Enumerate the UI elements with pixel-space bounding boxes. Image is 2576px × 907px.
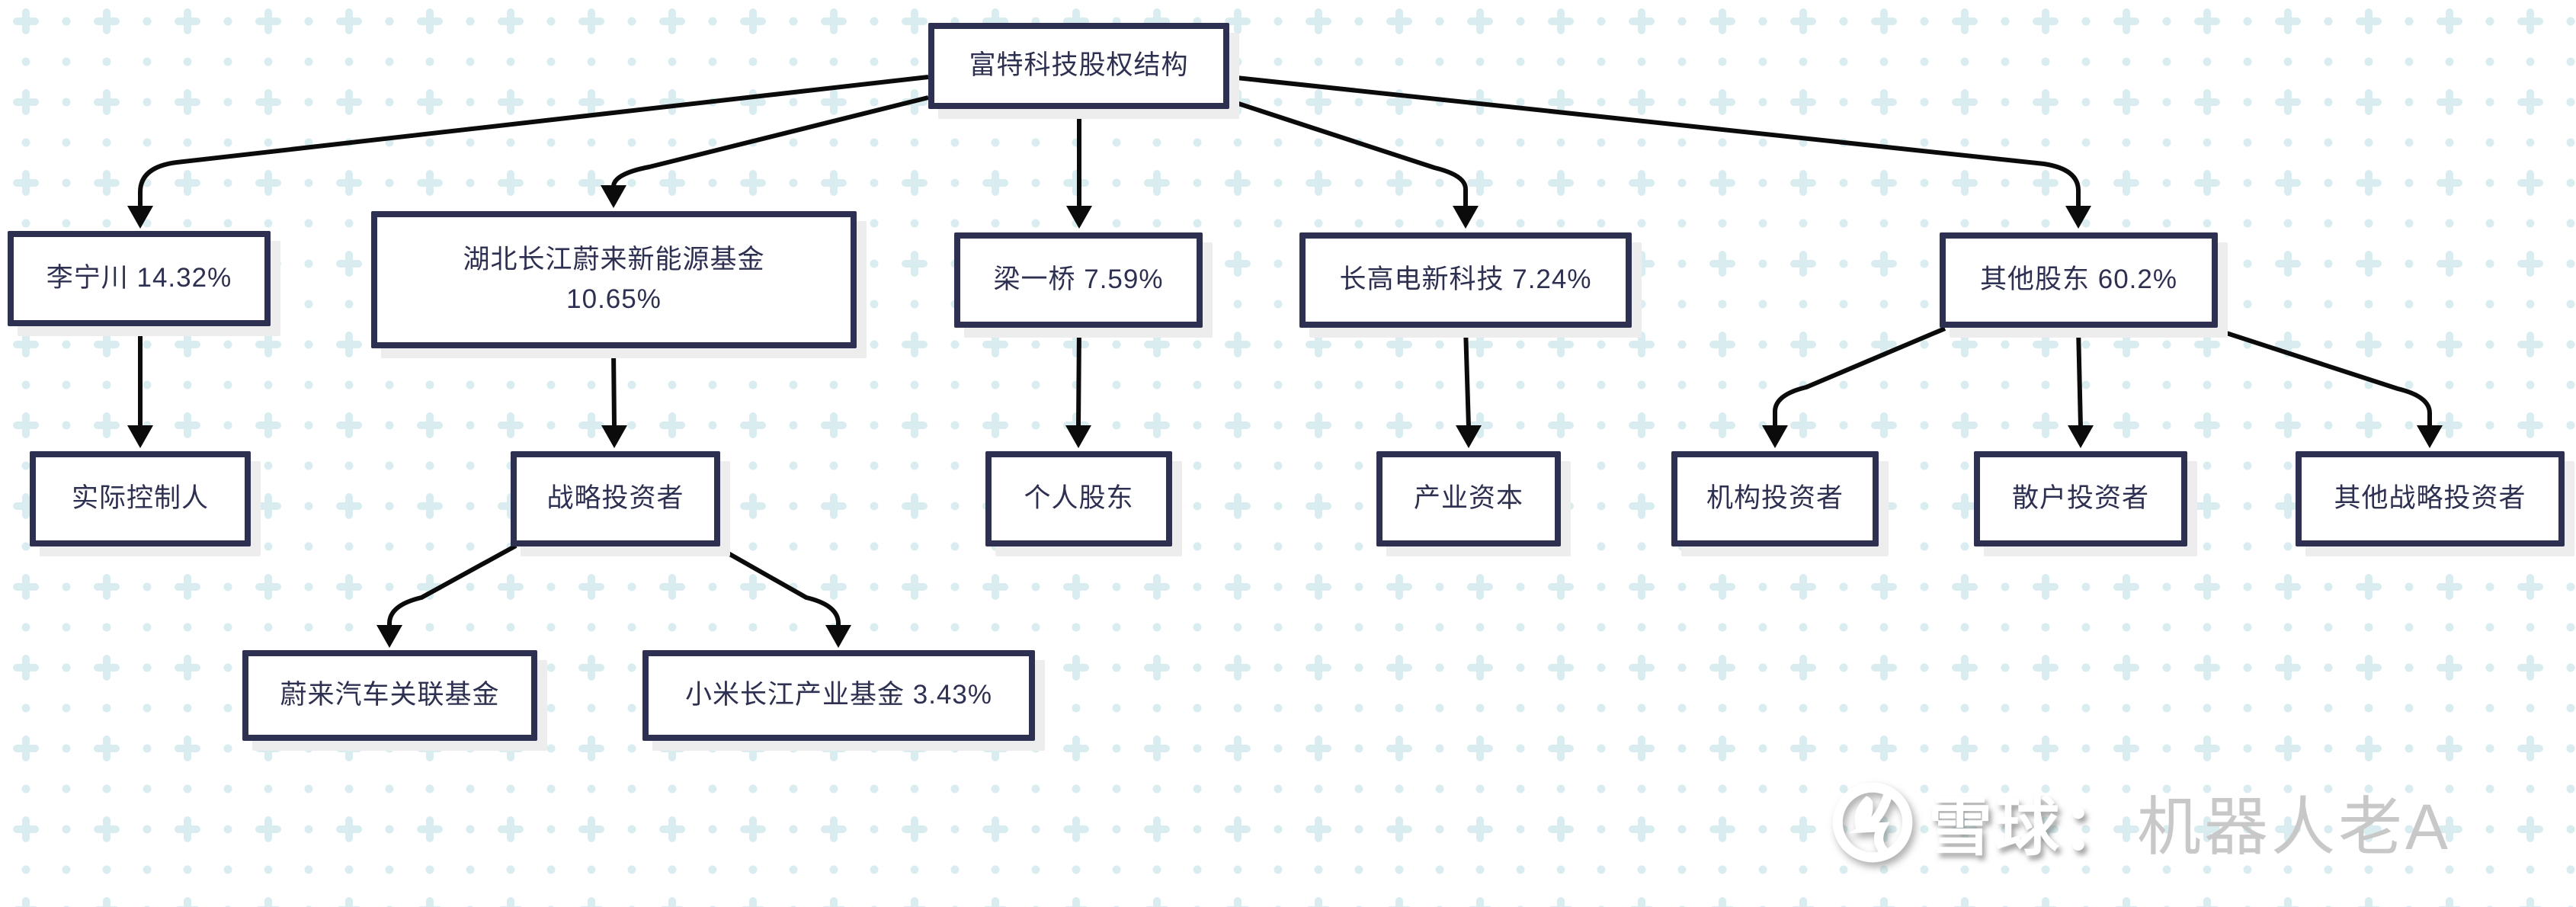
- node-actual-controller: 实际控制人: [30, 451, 251, 546]
- node-nio-related-fund: 蔚来汽车关联基金: [242, 650, 537, 741]
- node-shareholder-other: 其他股东 60.2%: [1940, 232, 2218, 328]
- watermark-author-label: 机器人老A: [2137, 791, 2452, 863]
- node-root-company: 富特科技股权结构: [928, 23, 1229, 109]
- node-xiaomi-changjiang-fund: 小米长江产业基金 3.43%: [642, 650, 1035, 741]
- node-label: 个人股东: [1024, 483, 1134, 514]
- xueqiu-logo-icon: [1832, 782, 1913, 862]
- node-label: 李宁川 14.32%: [46, 263, 232, 293]
- node-label: 长高电新科技 7.24%: [1339, 264, 1592, 295]
- node-strategic-investor: 战略投资者: [511, 451, 720, 546]
- xueqiu-watermark: 雪球： 机器人老A: [1831, 776, 2451, 868]
- node-label: 机构投资者: [1706, 483, 1844, 514]
- node-shareholder-changgao-dianxin: 长高电新科技 7.24%: [1299, 232, 1632, 328]
- node-label: 散户投资者: [2011, 483, 2149, 514]
- node-label: 其他战略投资者: [2334, 483, 2526, 514]
- node-other-strategic-investors: 其他战略投资者: [2296, 451, 2565, 546]
- node-shareholder-liang-yiqiao: 梁一桥 7.59%: [954, 232, 1203, 328]
- node-shareholder-li-ningchuan: 李宁川 14.32%: [8, 231, 271, 326]
- node-individual-shareholder: 个人股东: [985, 451, 1172, 546]
- node-label: 实际控制人: [71, 483, 209, 514]
- node-label: 战略投资者: [546, 483, 684, 514]
- node-label: 梁一桥 7.59%: [993, 264, 1164, 295]
- node-label-line2: 10.65%: [566, 284, 662, 314]
- node-label: 蔚来汽车关联基金: [280, 680, 500, 710]
- node-retail-investors: 散户投资者: [1974, 451, 2187, 546]
- node-label: 小米长江产业基金 3.43%: [685, 680, 992, 710]
- node-institutional-investors: 机构投资者: [1671, 451, 1879, 546]
- node-shareholder-hubei-changjiang-weilai-fund: 湖北长江蔚来新能源基金 10.65%: [371, 211, 857, 348]
- watermark-site-label: 雪球：: [1928, 791, 2130, 863]
- node-industrial-capital: 产业资本: [1376, 451, 1561, 546]
- node-label: 其他股东 60.2%: [1980, 264, 2177, 295]
- node-label: 富特科技股权结构: [969, 50, 1189, 81]
- node-label: 产业资本: [1413, 483, 1523, 514]
- node-label-line1: 湖北长江蔚来新能源基金: [463, 244, 765, 274]
